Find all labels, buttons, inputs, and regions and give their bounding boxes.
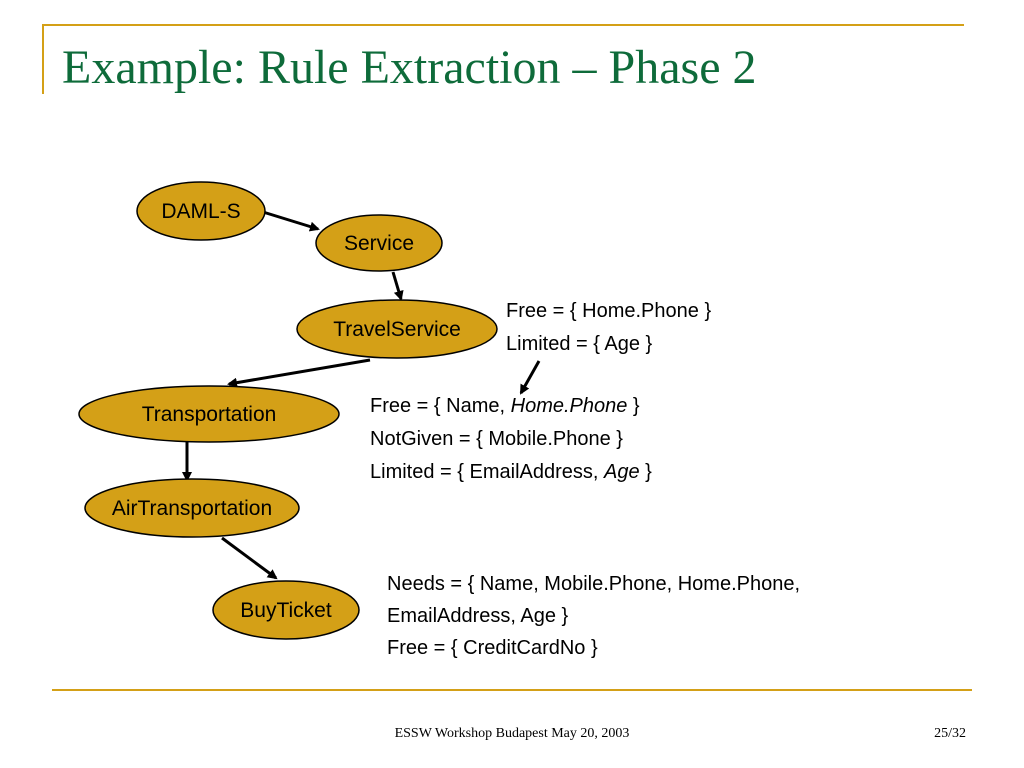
travelservice-annotation: Free = { Home.Phone } Limited = { Age } xyxy=(506,295,711,361)
frame-top-line xyxy=(42,24,964,26)
annotation-line: Free = { Home.Phone } xyxy=(506,300,712,322)
node-service: Service xyxy=(315,214,443,272)
transportation-annotation: Free = { Name, Home.Phone } NotGiven = {… xyxy=(370,390,652,489)
node-label: DAML-S xyxy=(161,200,240,223)
slide-title: Example: Rule Extraction – Phase 2 xyxy=(62,41,757,94)
annotation-text: } xyxy=(639,461,652,483)
node-label: BuyTicket xyxy=(240,599,332,622)
frame-left-line xyxy=(42,24,44,94)
node-daml-s: DAML-S xyxy=(136,181,266,241)
node-travelservice: TravelService xyxy=(296,299,498,359)
edge-travelservice-transportation xyxy=(227,358,371,388)
node-label: Service xyxy=(344,232,414,255)
annotation-line: EmailAddress, Age } xyxy=(387,605,569,627)
node-buyticket: BuyTicket xyxy=(212,580,360,640)
annotation-text: Limited = { EmailAddress, xyxy=(370,461,604,483)
footer-text: ESSW Workshop Budapest May 20, 2003 xyxy=(394,726,630,741)
annotation-line: NotGiven = { Mobile.Phone } xyxy=(370,428,623,450)
buyticket-annotation: Needs = { Name, Mobile.Phone, Home.Phone… xyxy=(387,568,800,664)
node-label: AirTransportation xyxy=(112,497,272,520)
annotation-text: Free = { Name, xyxy=(370,395,511,417)
node-transportation: Transportation xyxy=(78,385,340,443)
page-number: 25/32 xyxy=(934,726,966,741)
annotation-italic-text: Home.Phone xyxy=(510,395,628,417)
edge-service-travelservice xyxy=(391,271,404,301)
annotation-italic-text: Age xyxy=(604,461,640,483)
annotation-line: Free = { Name, Home.Phone } xyxy=(370,390,652,423)
node-airtransportation: AirTransportation xyxy=(84,478,300,538)
annotation-line: Free = { CreditCardNo } xyxy=(387,637,598,659)
node-label: Transportation xyxy=(142,403,277,426)
edge-airtransportation-buyticket xyxy=(221,536,278,580)
annotation-line: Limited = { Age } xyxy=(506,333,653,355)
annotation-text: } xyxy=(627,395,640,417)
annotation-pointer-arrow xyxy=(519,360,541,395)
annotation-line: Needs = { Name, Mobile.Phone, Home.Phone… xyxy=(387,573,801,595)
edge-daml-s-service xyxy=(262,210,320,232)
footer-divider xyxy=(52,689,972,691)
annotation-line: Limited = { EmailAddress, Age } xyxy=(370,456,652,489)
node-label: TravelService xyxy=(333,318,461,341)
